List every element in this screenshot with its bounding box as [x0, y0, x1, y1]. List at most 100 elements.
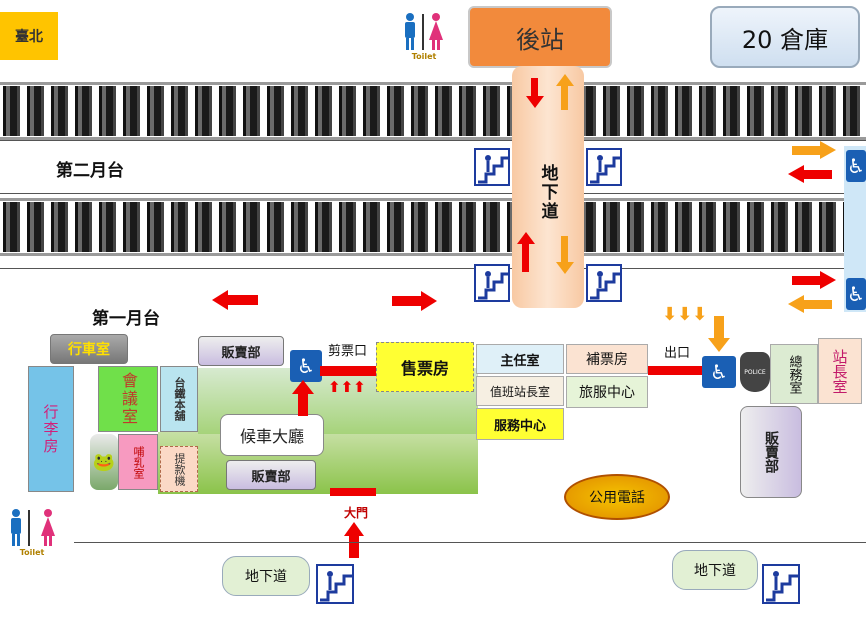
left-arrow-red-2: [804, 170, 832, 179]
platform1-label: 第一月台: [92, 309, 160, 329]
luggage-room[interactable]: 行李房: [28, 366, 74, 492]
main-gate-arrow: [349, 536, 359, 558]
atm-label: 提款機: [173, 452, 186, 486]
travel-service-label: 旅服中心: [579, 385, 635, 401]
right-arrow-orange-1: [792, 146, 820, 155]
meeting-room-label: 會議室: [119, 372, 138, 426]
main-gate-arrow-head: [344, 522, 364, 536]
gate-bar: [320, 366, 376, 376]
main-gate-label: 大門: [344, 506, 369, 520]
platform2-label: 第二月台: [56, 161, 124, 181]
right-arrow-red-head: [421, 291, 437, 311]
track-lower: [0, 198, 866, 256]
stairs-icon-4[interactable]: [586, 264, 622, 302]
exit-label: 出口: [664, 346, 691, 361]
underpass-vertical-label: 地下道: [537, 163, 558, 221]
left-arrow-red: [228, 295, 258, 305]
left-arrow-orange-4-head: [788, 295, 804, 313]
police-badge: POLICE: [740, 352, 770, 392]
luggage-room-label: 行李房: [41, 403, 60, 455]
back-station-button[interactable]: 後站: [468, 6, 612, 68]
public-phone-label: 公用電話: [589, 490, 645, 506]
down-arrow-orange-bottom-head: [556, 262, 574, 274]
left-arrow-red-head: [212, 290, 228, 310]
mascot-figure: 🐸: [90, 434, 118, 490]
track-upper: [0, 82, 866, 140]
underpass-callout-right[interactable]: 地下道: [672, 550, 758, 590]
ticket-gate-label: 剪票口: [328, 344, 368, 359]
underpass-callout-left[interactable]: 地下道: [222, 556, 310, 596]
meeting-room[interactable]: 會議室: [98, 366, 158, 432]
accessible-icon-gate[interactable]: ♿: [290, 350, 322, 382]
toilet-bottom[interactable]: Toilet: [4, 508, 60, 560]
up-arrow-gate: [298, 394, 308, 416]
down-arrow-orange-bottom: [561, 236, 568, 264]
fare-adjust-room[interactable]: 補票房: [566, 344, 648, 374]
stationmaster-label: 站長室: [830, 348, 849, 394]
shop-2[interactable]: 販賣部: [226, 460, 316, 490]
shop-3[interactable]: 販賣部: [740, 406, 802, 498]
dispatch-room[interactable]: 行車室: [50, 334, 128, 364]
exit-down-arrow-head: [708, 338, 730, 352]
toilet-label: Toilet: [411, 52, 437, 61]
right-arrow-red: [392, 296, 422, 306]
nursing-room[interactable]: 哺乳室: [118, 434, 158, 490]
station-sign: 臺北: [0, 12, 58, 60]
platform2-line-top: [0, 140, 866, 141]
back-station-label: 後站: [516, 25, 564, 54]
left-arrow-red-2-head: [788, 165, 804, 183]
shop-1[interactable]: 販賣部: [198, 336, 284, 366]
station-sign-label: 臺北: [15, 29, 43, 45]
stairs-icon-bottom-left[interactable]: [316, 564, 354, 604]
stairs-icon-3[interactable]: [474, 264, 510, 302]
service-center[interactable]: 服務中心: [476, 408, 564, 440]
stationmaster-room[interactable]: 站長室: [818, 338, 862, 404]
ticket-office-label: 售票房: [400, 359, 449, 378]
up-arrow-orange-top-head: [556, 74, 574, 86]
nursing-room-label: 哺乳室: [132, 445, 145, 479]
stairs-icon-bottom-right[interactable]: [762, 564, 800, 604]
shop-1-label: 販賣部: [221, 345, 261, 361]
street-line: [74, 542, 866, 543]
dispatch-room-label: 行車室: [68, 342, 110, 358]
exit-bar: [648, 366, 704, 375]
toilet-icon: [405, 13, 443, 50]
exit-down-arrow: [714, 316, 724, 340]
accessible-icon-elevator-2[interactable]: ♿: [846, 278, 866, 310]
ticket-office[interactable]: 售票房: [376, 342, 474, 392]
accessible-icon-elevator-1[interactable]: ♿: [846, 150, 866, 182]
platform2-line-bottom: [0, 193, 866, 194]
atm[interactable]: 提款機: [160, 446, 198, 492]
taicheng-shop[interactable]: 台鐵本舖: [160, 366, 198, 432]
accessible-icon-exit[interactable]: ♿: [702, 356, 736, 388]
waiting-hall[interactable]: 候車大廳: [220, 414, 324, 456]
right-arrow-orange-1-head: [820, 141, 836, 159]
toilet-icon-bottom: [11, 509, 55, 546]
right-arrow-red-3: [792, 276, 820, 285]
left-arrow-orange-4: [804, 300, 832, 309]
down-arrow-red-top-head: [526, 96, 544, 108]
underpass-callout-left-label: 地下道: [245, 569, 287, 585]
travel-service-center[interactable]: 旅服中心: [566, 376, 648, 408]
shop-2-label: 販賣部: [251, 469, 291, 485]
gate-arrows: ⬆⬆⬆: [328, 378, 366, 396]
supervisor-room[interactable]: 主任室: [476, 344, 564, 374]
down-arrow-red-top: [531, 78, 538, 98]
service-center-label: 服務中心: [493, 418, 546, 434]
general-affairs-room[interactable]: 總務室: [770, 344, 818, 404]
toilet-bottom-label: Toilet: [19, 548, 45, 557]
elevator-column: [844, 146, 866, 312]
duty-master-room-label: 值班站長室: [489, 384, 550, 399]
duty-master-room[interactable]: 值班站長室: [476, 376, 564, 406]
fare-adjust-label: 補票房: [586, 352, 628, 368]
public-phone[interactable]: 公用電話: [564, 474, 670, 520]
stairs-icon-2[interactable]: [586, 148, 622, 186]
up-arrow-orange-top: [561, 86, 568, 110]
up-arrow-red-bottom: [522, 244, 529, 272]
supervisor-room-label: 主任室: [500, 353, 540, 369]
platform1-line: [0, 268, 866, 269]
toilet-top[interactable]: Toilet: [396, 12, 452, 64]
warehouse-box[interactable]: 20 倉庫: [710, 6, 860, 68]
stairs-icon-1[interactable]: [474, 148, 510, 186]
up-arrow-red-bottom-head: [517, 232, 535, 244]
